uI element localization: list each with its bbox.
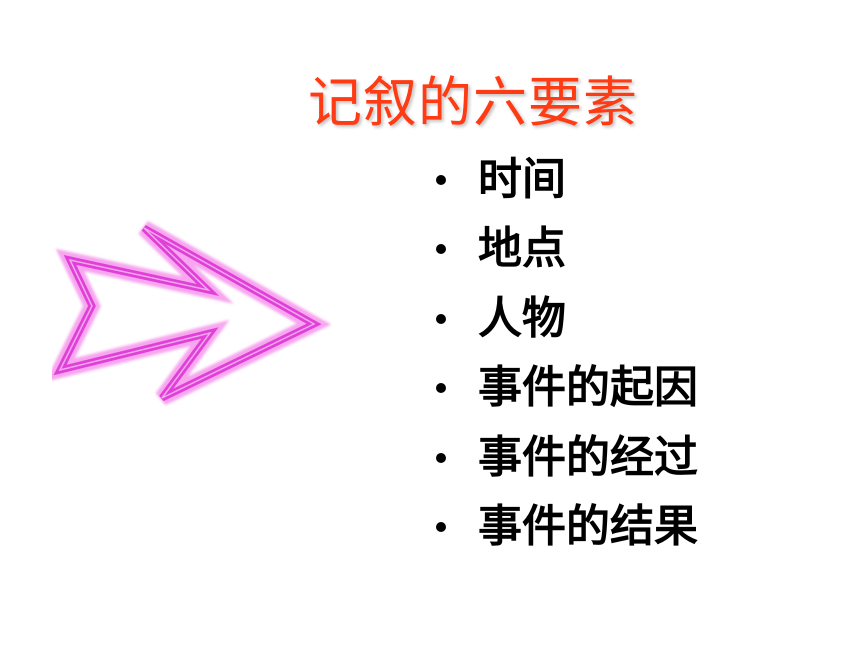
list-item-process: 事件的经过 (436, 423, 698, 493)
bullet-dot-icon (436, 452, 446, 463)
list-item-characters: 人物 (436, 284, 698, 354)
list-item-label: 地点 (478, 223, 566, 275)
list-item-label: 事件的经过 (478, 431, 698, 483)
slide-title: 记叙的六要素 (308, 71, 638, 134)
arrow-highlight (58, 227, 316, 399)
list-item-label: 事件的结果 (478, 501, 698, 553)
list-item-time: 时间 (436, 145, 698, 215)
list-item-cause: 事件的起因 (436, 354, 698, 424)
bullet-dot-icon (436, 383, 446, 394)
bullet-dot-icon (436, 522, 446, 533)
list-item-result: 事件的结果 (436, 493, 698, 563)
list-item-place: 地点 (436, 215, 698, 285)
list-item-label: 事件的起因 (478, 362, 698, 414)
element-list: 时间 地点 人物 事件的起因 事件的经过 事件的结果 (436, 145, 698, 562)
double-arrow-right-icon (52, 221, 332, 406)
list-item-label: 人物 (478, 292, 566, 344)
bullet-dot-icon (436, 174, 446, 185)
bullet-dot-icon (436, 244, 446, 255)
bullet-dot-icon (436, 313, 446, 324)
list-item-label: 时间 (478, 153, 566, 205)
